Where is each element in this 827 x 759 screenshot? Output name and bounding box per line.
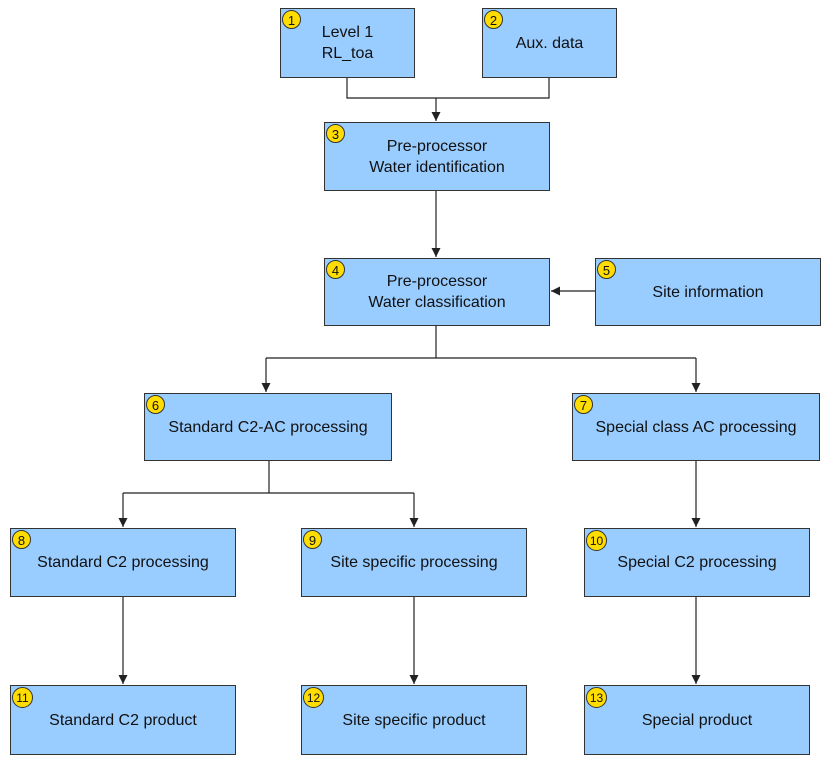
number-badge: 4 — [326, 260, 345, 279]
number-badge: 13 — [586, 687, 607, 708]
node-site-information: 5 Site information — [595, 258, 821, 326]
number-badge: 8 — [12, 530, 31, 549]
node-standard-c2-product: 11 Standard C2 product — [10, 685, 236, 755]
connector-1-to-3 — [346, 77, 436, 99]
number-badge: 6 — [146, 395, 165, 414]
number-badge: 12 — [303, 687, 324, 708]
node-label: Standard C2 product — [49, 711, 197, 729]
number-badge: 2 — [484, 10, 503, 29]
node-site-specific-product: 12 Site specific product — [301, 685, 527, 755]
node-standard-c2-ac-processing: 6 Standard C2-AC processing — [144, 393, 392, 461]
node-label: Aux. data — [515, 34, 584, 52]
number-badge: 1 — [282, 10, 301, 29]
node-standard-c2-processing: 8 Standard C2 processing — [10, 528, 236, 597]
number-badge: 11 — [12, 687, 33, 708]
node-label: Pre-processor Water identification — [369, 137, 505, 176]
node-label: Standard C2 processing — [37, 554, 209, 571]
node-water-classification: 4 Pre-processor Water classification — [324, 258, 550, 326]
node-aux-data: 2 Aux. data — [482, 8, 617, 78]
number-badge: 3 — [326, 124, 345, 143]
number-badge: 5 — [597, 260, 616, 279]
node-label: Site specific processing — [330, 554, 498, 571]
number-badge: 10 — [586, 530, 607, 551]
node-label: Special class AC processing — [595, 418, 797, 436]
connector-2-to-3 — [436, 77, 550, 99]
number-badge: 9 — [303, 530, 322, 549]
node-special-c2-processing: 10 Special C2 processing — [584, 528, 810, 597]
node-special-product: 13 Special product — [584, 685, 810, 755]
node-label: Level 1 RL_toa — [321, 24, 374, 62]
node-label: Site information — [652, 283, 764, 301]
node-label: Site specific product — [342, 711, 486, 729]
node-level1-rl-toa: 1 Level 1 RL_toa — [280, 8, 415, 78]
node-label: Special product — [641, 711, 753, 729]
node-label: Standard C2-AC processing — [168, 418, 368, 436]
node-special-class-ac-processing: 7 Special class AC processing — [572, 393, 820, 461]
node-water-identification: 3 Pre-processor Water identification — [324, 122, 550, 191]
node-site-specific-processing: 9 Site specific processing — [301, 528, 527, 597]
node-label: Pre-processor Water classification — [368, 273, 506, 311]
node-label: Special C2 processing — [617, 554, 777, 571]
number-badge: 7 — [574, 395, 593, 414]
